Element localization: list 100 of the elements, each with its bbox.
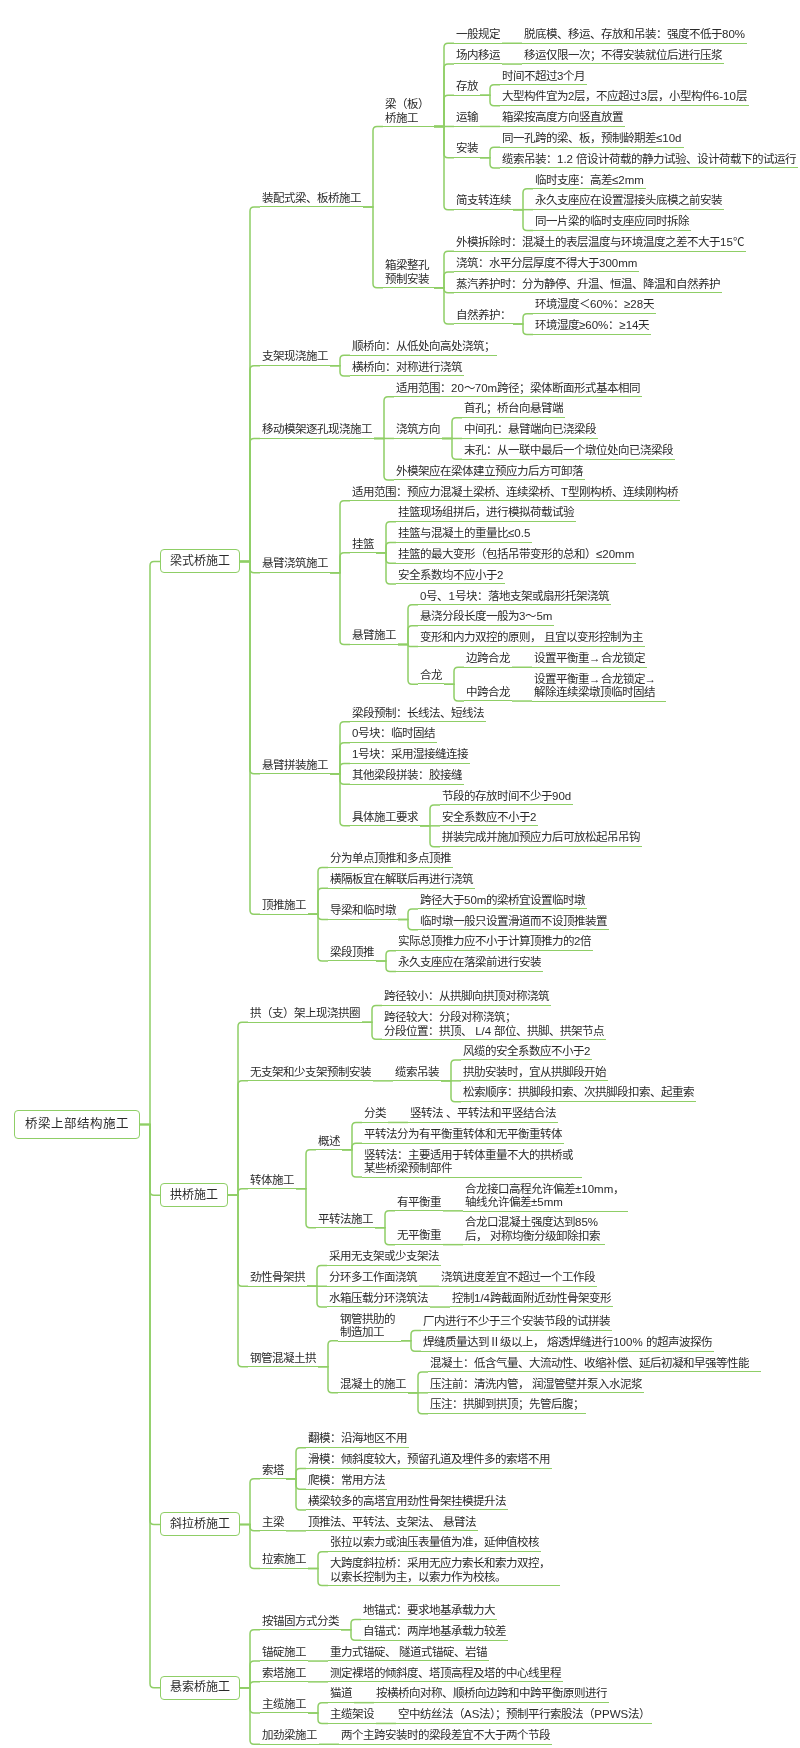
topic-label: 同一片梁的临时支座应同时拆除 (533, 213, 691, 231)
topic-label: 挂篮与混凝土的重量比≤0.5 (396, 525, 533, 543)
connector-line (227, 1194, 249, 1368)
topic-label: 一般规定 (454, 26, 502, 44)
topic-label: 合龙接口高程允许偏差±10mm，轴线允许偏差±5mm (463, 1180, 628, 1212)
topic-label: 悬臂施工 (350, 627, 398, 645)
connector-line (361, 1021, 383, 1040)
topic-label: 无支架和少支架预制安装 (248, 1063, 373, 1082)
topic-label: 翻模：沿海地区不用 (306, 1430, 409, 1448)
topic-label: 悬浇分段长度一般为3～5m (418, 608, 555, 626)
topic-label: 脱底模、移运、存放和吊装：强度不低于80% (522, 26, 748, 44)
connector-line (353, 1701, 375, 1704)
connector-line (511, 666, 533, 668)
topic-label: 箱梁整孔预制安装 (383, 257, 435, 289)
topic-label: 实际总顶推力应不小于计算顶推力的2倍 (396, 933, 594, 951)
connector-line (307, 1681, 329, 1683)
connector-line (387, 1121, 409, 1124)
topic-label: 拱肋安装时，宜从拱脚段开始 (461, 1063, 608, 1082)
topic-label: 加劲梁施工 (260, 1727, 319, 1745)
topic-label: 挂篮现场组拼后，进行模拟荷载试验 (396, 504, 576, 522)
connector-line (317, 1366, 339, 1394)
topic-label: 梁（板）桥施工 (383, 96, 435, 128)
topic-label: 锚碇施工 (260, 1643, 308, 1662)
topic-label: 适用范围：20～70m跨径；梁体断面形式基本相同 (394, 379, 643, 398)
topic-label: 水箱压载分环浇筑法 (327, 1289, 430, 1308)
topic-label: 变形和内力双控的原则， 且宜以变形控制为主 (418, 629, 646, 647)
topic-label: 浇筑方向 (394, 421, 442, 439)
connector-line (318, 1743, 340, 1745)
topic-label: 自然养护： (454, 306, 513, 325)
connector-line (375, 960, 397, 973)
topic-label: 合龙 (418, 666, 444, 685)
topic-label: 大跨度斜拉桥：采用无应力索长和索力双控，以索长控制为主，以索力作为校核。 (328, 1555, 560, 1587)
topic-label: 0号、1号块：落地支架或扇形托架浇筑 (418, 587, 611, 606)
topic-label: 跨径大于50m的梁桥宜设置临时墩 (418, 891, 588, 910)
topic-label: 两个主跨安装时的梁段差宜不大于两个节段 (339, 1727, 552, 1745)
topic-label: 安全系数均不应小于2 (396, 566, 506, 585)
topic-label: 梁段预制：长线法、短线法 (350, 704, 486, 723)
topic-label: 平转法分为有平衡重转体和无平衡重转体 (362, 1126, 564, 1144)
connector-line (443, 683, 465, 702)
connector-line (479, 94, 501, 107)
topic-label: 自锚式：两岸地基承载力较差 (361, 1623, 508, 1641)
connector-line (307, 913, 329, 962)
topic-label: 按横桥向对称、顺桥向边跨和中跨平衡原则进行 (374, 1685, 609, 1703)
connector-line (239, 1687, 261, 1745)
connector-line (373, 437, 395, 481)
topic-label: 边跨合龙 (464, 650, 512, 668)
main-topic-box: 拱桥施工 (160, 1183, 228, 1208)
topic-label: 临时支座：高差≤2mm (533, 171, 646, 190)
connector-line (433, 286, 455, 325)
topic-label: 其他梁段拼装：胶接缝 (350, 767, 464, 785)
connector-line (512, 323, 534, 336)
connector-line (362, 206, 384, 289)
topic-label: 测定裸塔的倾斜度、塔顶高程及塔的中心线里程 (328, 1664, 563, 1683)
topic-label (382, 1009, 607, 1040)
topic-label: 竖转法 、平转法和平竖结合法 (408, 1105, 559, 1123)
topic-label: 中跨合龙 (464, 683, 512, 702)
topic-label: 场内移运 (454, 46, 502, 65)
topic-label: 主梁 (260, 1513, 286, 1532)
topic-label: 概述 (316, 1132, 342, 1150)
topic-label: 浇筑：水平分层厚度不得大于300mm (454, 254, 640, 273)
topic-label: 钢管拱肋的制造加工 (338, 1310, 401, 1342)
topic-label: 移动模架逐孔现浇施工 (260, 421, 374, 439)
topic-label: 中间孔：悬臂端向已浇梁段 (462, 421, 598, 439)
connector-line (433, 125, 455, 211)
topic-label: 运输 (454, 109, 480, 127)
topic-label: 节段的存放时间不少于90d (440, 787, 574, 806)
topic-label: 导梁和临时墩 (328, 902, 398, 920)
topic-label: 安全系数应不小于2 (440, 808, 539, 827)
topic-text: 分段位置：拱顶、 L/4 部位、拱脚、拱架节点 (384, 1024, 605, 1038)
topic-label: 钢管混凝土拱 (248, 1349, 318, 1368)
connector-line (329, 773, 351, 827)
topic-label: 转体施工 (248, 1171, 296, 1189)
topic-label: 设置平衡重→合龙锁定→解除连续梁墩顶临时固结 (532, 670, 666, 702)
topic-label: 压注：拱脚到拱顶；先管后腹； (428, 1396, 586, 1414)
connector-line (501, 63, 523, 65)
topic-label: 缆索吊装：1.2 倍设计荷载的静力试验、设计荷载下的试运行 (500, 150, 799, 169)
connector-line (375, 1722, 397, 1725)
topic-label: 0号块：临时固结 (350, 725, 438, 743)
topic-label: 分类 (362, 1105, 388, 1123)
connector-line (418, 1285, 440, 1287)
connector-line (440, 1080, 462, 1103)
connector-line (340, 1629, 362, 1641)
topic-label: 采用无支架或少支架法 (327, 1248, 441, 1266)
topic-label: 厂内进行不少于三个安装节段的试拼装 (421, 1313, 612, 1331)
topic-label: 分为单点顶推和多点顶推 (328, 850, 453, 868)
topic-label: 缆索吊装 (393, 1063, 441, 1082)
topic-label: 永久支座应在设置湿接头底模之前安装 (533, 192, 724, 210)
connector-line (375, 552, 397, 585)
topic-label: 拉索施工 (260, 1551, 308, 1569)
connector-line (306, 1285, 328, 1308)
connector-line (441, 437, 463, 460)
topic-text: 跨径较大：分段对称浇筑； (384, 1011, 517, 1025)
topic-label: 横隔板宜在解联后再进行浇筑 (328, 871, 475, 889)
topic-label: 主缆施工 (260, 1695, 308, 1714)
topic-label: 横桥向：对称进行浇筑 (350, 358, 464, 377)
topic-label: 空中纺丝法（AS法）；预制平行索股法（PPWS法） (396, 1706, 653, 1724)
topic-label: 安装 (454, 140, 480, 158)
topic-label: 混凝土的施工 (338, 1375, 408, 1394)
topic-label: 控制1/4跨截面附近劲性骨架变形 (450, 1289, 613, 1308)
topic-label: 箱梁按高度方向竖直放置 (500, 109, 625, 127)
